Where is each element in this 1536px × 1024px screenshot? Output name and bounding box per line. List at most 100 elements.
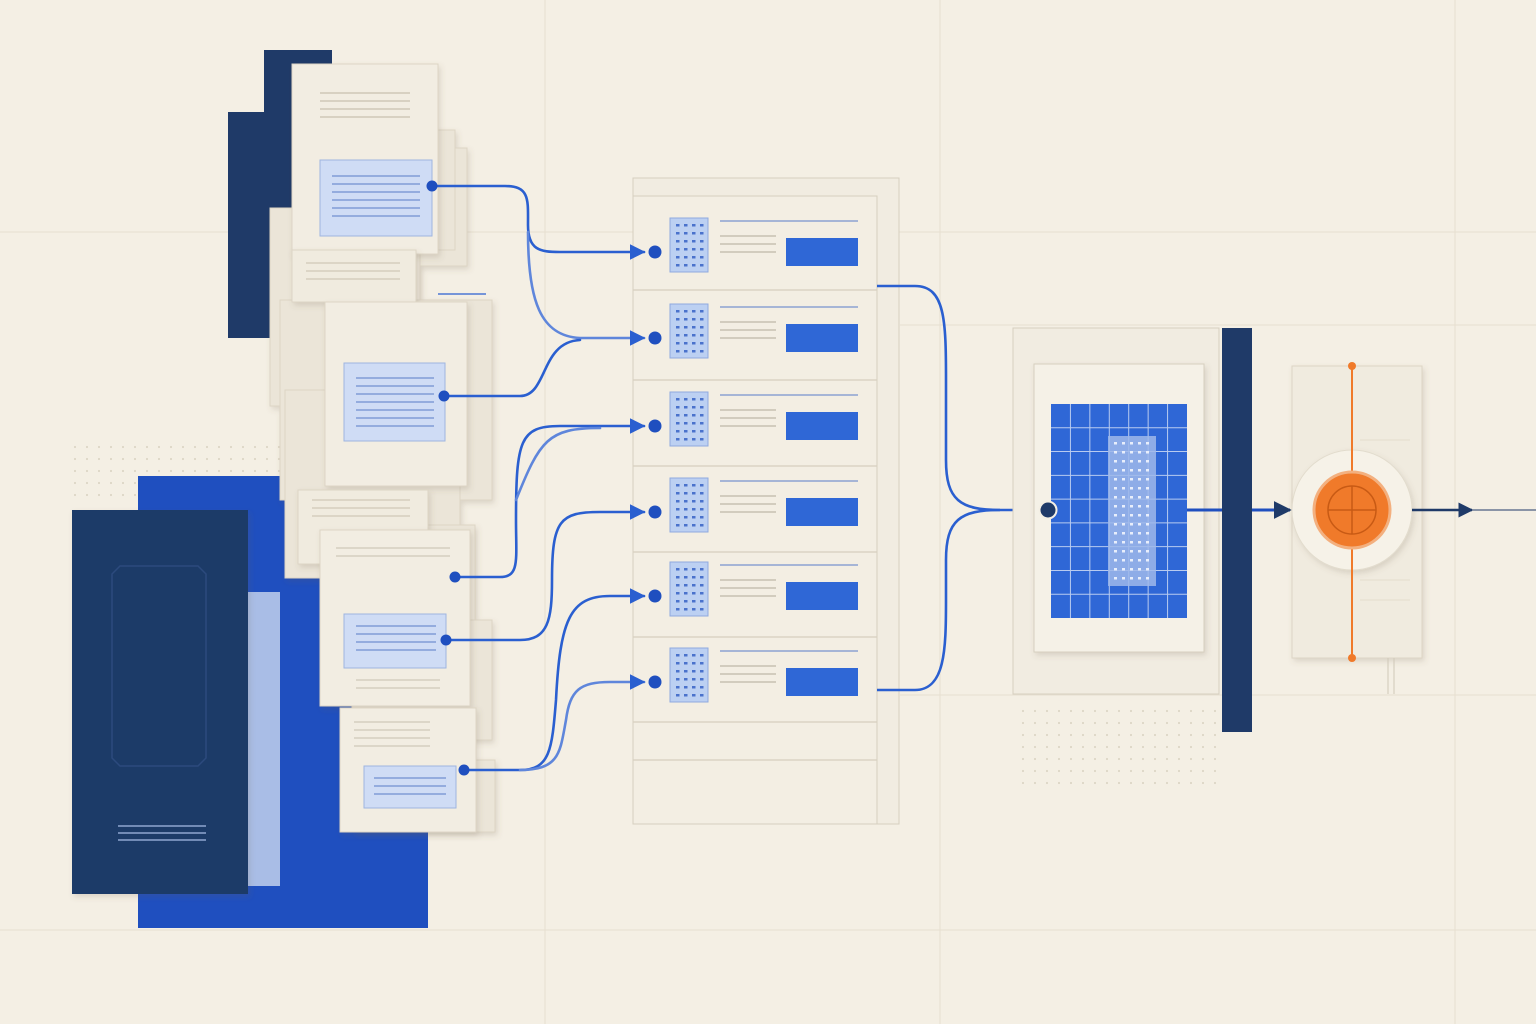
chip-dot	[684, 662, 688, 665]
chip-dot	[676, 662, 680, 665]
table-row-3[interactable]	[648, 391, 859, 447]
grid-dot	[1138, 442, 1141, 445]
table-row-1[interactable]	[648, 217, 859, 273]
chip-dot	[684, 256, 688, 259]
chip-dot	[676, 484, 680, 487]
grid-dot	[1122, 496, 1125, 499]
source-doc-1[interactable]	[291, 63, 439, 255]
source-doc-4[interactable]	[319, 529, 471, 707]
chip-dot	[700, 492, 704, 495]
chip-dot	[700, 422, 704, 425]
grid-dot	[1130, 478, 1133, 481]
table-row-2[interactable]	[648, 303, 859, 359]
grid-dot	[1122, 451, 1125, 454]
connector-row6-processor	[877, 508, 1001, 692]
grid-dot	[1114, 523, 1117, 526]
grid-dot	[1122, 469, 1125, 472]
chip-dot	[700, 576, 704, 579]
chip-dot	[700, 584, 704, 587]
folder-label-lines	[118, 825, 206, 841]
chip-dot	[676, 406, 680, 409]
chip-dot	[676, 232, 680, 235]
chip-dot	[692, 492, 696, 495]
grid-dot	[1146, 523, 1149, 526]
table-row-4[interactable]	[648, 477, 859, 533]
chip-dot	[676, 694, 680, 697]
table-row-6[interactable]	[648, 647, 859, 703]
grid-dot	[1130, 532, 1133, 535]
grid-dot	[1130, 559, 1133, 562]
grid-dot	[1114, 487, 1117, 490]
grid-dot	[1130, 451, 1133, 454]
grid-dot	[1122, 487, 1125, 490]
chip-dot	[684, 248, 688, 251]
grid-dot	[1146, 559, 1149, 562]
grid-dot	[1130, 487, 1133, 490]
grid-dot	[1122, 514, 1125, 517]
chip-dot	[684, 350, 688, 353]
chip-dot	[700, 240, 704, 243]
chip-dot	[692, 310, 696, 313]
chip-dot	[676, 678, 680, 681]
chip-dot	[684, 342, 688, 345]
chip-dot	[684, 318, 688, 321]
chip-dot	[700, 568, 704, 571]
chip-dot	[692, 568, 696, 571]
chip-dot	[684, 576, 688, 579]
chip-dot	[676, 584, 680, 587]
chip-dot	[692, 342, 696, 345]
chip-dot	[692, 592, 696, 595]
navy-bar	[1222, 328, 1252, 732]
chip-dot	[684, 264, 688, 267]
chip-dot	[684, 670, 688, 673]
connector-row2-processor	[877, 284, 1048, 512]
grid-dot	[1138, 550, 1141, 553]
chip-dot	[692, 584, 696, 587]
chip-dot	[700, 592, 704, 595]
source-doc-5[interactable]	[339, 707, 477, 833]
grid-matrix-icon	[1051, 404, 1187, 618]
chip-dot	[684, 422, 688, 425]
chip-dot	[676, 414, 680, 417]
grid-dot	[1138, 460, 1141, 463]
chip-dot	[684, 438, 688, 441]
chip-dot	[684, 592, 688, 595]
grid-dot	[1114, 469, 1117, 472]
chip-body	[669, 217, 709, 273]
blue-bar	[786, 238, 858, 266]
connector-doc5-row5	[462, 588, 646, 772]
grid-dot	[1114, 478, 1117, 481]
orange-seal-icon[interactable]	[1312, 470, 1392, 550]
grid-dot	[1122, 505, 1125, 508]
grid-dot	[1114, 505, 1117, 508]
chip-dot	[676, 500, 680, 503]
chip-dot	[700, 398, 704, 401]
chip-dot	[700, 600, 704, 603]
chip-dot	[676, 326, 680, 329]
grid-chip-icon	[669, 217, 709, 273]
grid-dot	[1130, 460, 1133, 463]
chip-dot	[684, 600, 688, 603]
chip-dot	[692, 240, 696, 243]
grid-dot	[1138, 496, 1141, 499]
grid-chip-icon	[669, 477, 709, 533]
chip-dot	[700, 342, 704, 345]
chip-dot	[676, 654, 680, 657]
doc-highlight	[343, 613, 447, 669]
chip-dot	[692, 678, 696, 681]
row-node	[648, 245, 662, 259]
chip-dot	[684, 484, 688, 487]
grid-dot	[1146, 451, 1149, 454]
connector-doc1-row2	[526, 230, 646, 346]
chip-dot	[676, 492, 680, 495]
chip-dot	[676, 608, 680, 611]
table-row-5[interactable]	[648, 561, 859, 617]
grid-dot	[1114, 568, 1117, 571]
grid-dot	[1130, 496, 1133, 499]
grid-dot	[1122, 523, 1125, 526]
grid-dot	[1122, 568, 1125, 571]
grid-dot	[1122, 541, 1125, 544]
grid-dot	[1146, 487, 1149, 490]
grid-dot	[1138, 514, 1141, 517]
